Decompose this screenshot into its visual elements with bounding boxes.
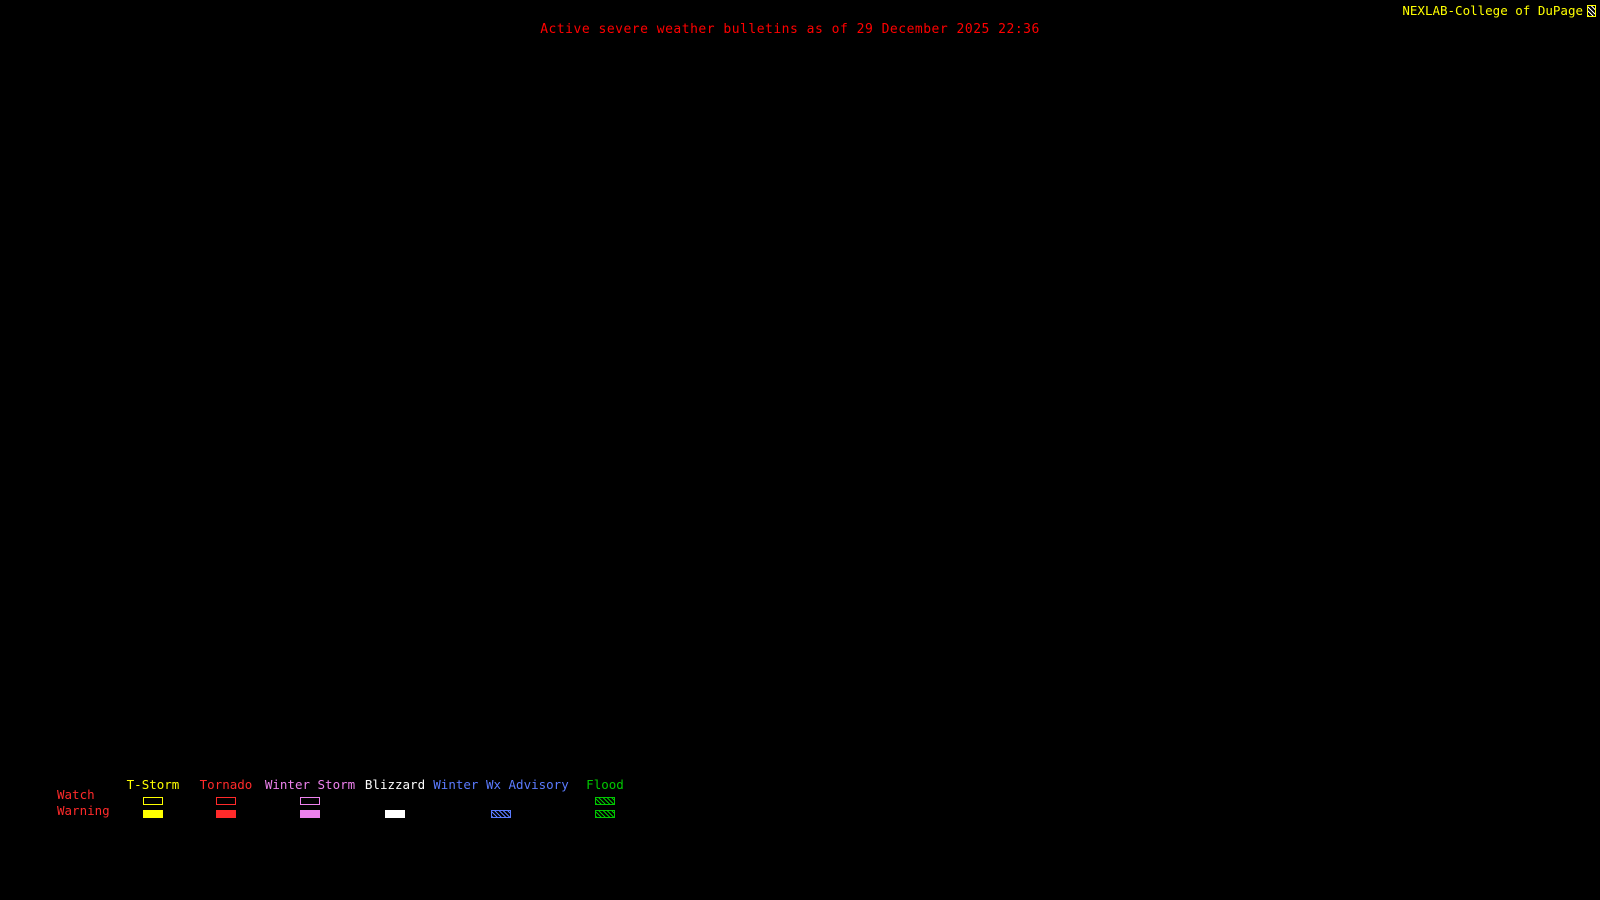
swatch-flood-watch [595, 797, 615, 805]
swatch-flood-warning [595, 810, 615, 818]
swatch-tstorm-warning [143, 810, 163, 818]
swatch-winter-storm-warning [300, 810, 320, 818]
brand-logo-icon [1587, 4, 1596, 17]
swatch-tornado-watch [216, 797, 236, 805]
legend-col-tstorm: T-Storm [73, 777, 233, 818]
legend-col-winter-storm: Winter Storm [230, 777, 390, 818]
brand: NEXLAB-College of DuPage [1402, 3, 1596, 18]
swatch-winter-wx-advisory-warning [491, 810, 511, 818]
legend-header-tstorm: T-Storm [126, 777, 180, 792]
legend-header-blizzard: Blizzard [364, 777, 426, 792]
legend-header-winter-wx-advisory: Winter Wx Advisory [433, 777, 569, 792]
legend-header-winter-storm: Winter Storm [264, 777, 356, 792]
swatch-blizzard-warning [385, 810, 405, 818]
legend-col-winter-wx-advisory: Winter Wx Advisory [421, 777, 581, 818]
legend-header-tornado: Tornado [199, 777, 253, 792]
legend-col-blizzard: Blizzard [315, 777, 475, 818]
legend-col-tornado: Tornado [146, 777, 306, 818]
legend-row-label-watch: Watch [57, 787, 95, 802]
legend-row-label-warning: Warning [57, 803, 110, 818]
brand-label: NEXLAB-College of DuPage [1402, 3, 1583, 18]
legend-col-flood: Flood [525, 777, 685, 818]
legend-header-flood: Flood [586, 777, 624, 792]
swatch-tstorm-watch [143, 797, 163, 805]
swatch-winter-storm-watch [300, 797, 320, 805]
bulletin-title: Active severe weather bulletins as of 29… [540, 22, 1040, 37]
swatch-tornado-warning [216, 810, 236, 818]
